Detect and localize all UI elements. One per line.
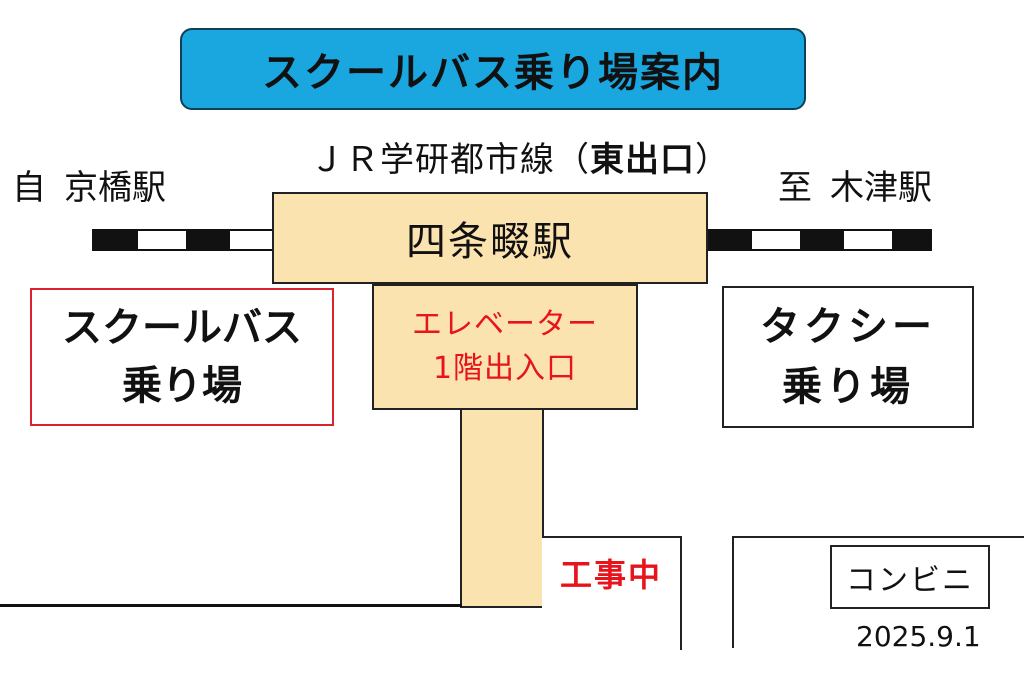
taxi-stand: タクシー 乗り場 <box>722 286 974 428</box>
direction-to-station: 木津駅 <box>830 168 932 208</box>
convenience-store: コンビニ <box>830 545 990 609</box>
elevator-floor-label: 1階出入口 <box>432 351 578 386</box>
exit-open-paren: （ <box>555 140 590 180</box>
convenience-store-label: コンビニ <box>846 563 974 598</box>
taxi-stand-label-line2: 乗り場 <box>782 364 914 410</box>
title-banner: スクールバス乗り場案内 <box>180 28 806 110</box>
railway-track-right <box>706 229 932 251</box>
construction-wall <box>680 606 682 650</box>
direction-from-station: 京橋駅 <box>64 168 166 208</box>
line-name-text: ＪＲ学研都市線 <box>310 140 555 180</box>
bus-stop-label-line1: スクールバス <box>62 305 302 351</box>
walkway-path <box>460 408 544 608</box>
exit-name: 東出口 <box>590 140 695 180</box>
construction-area: 工事中 <box>542 536 682 608</box>
elevator-entrance: エレベーター 1階出入口 <box>372 284 638 410</box>
exit-close-paren: ） <box>695 140 730 180</box>
direction-to: 至木津駅 <box>778 160 932 209</box>
direction-from-prefix: 自 <box>12 168 46 208</box>
station-building: 四条畷駅 <box>272 192 708 284</box>
building-outline-side <box>732 536 734 648</box>
direction-from: 自京橋駅 <box>12 160 166 209</box>
taxi-stand-label-line1: タクシー <box>760 304 936 350</box>
bus-stop-label-line2: 乗り場 <box>122 363 242 409</box>
elevator-label: エレベーター <box>412 307 598 342</box>
road-edge-line <box>0 604 462 607</box>
date-label: 2025.9.1 <box>856 620 981 653</box>
construction-label: 工事中 <box>559 556 662 594</box>
building-outline-top <box>732 536 1024 538</box>
title-text: スクールバス乗り場案内 <box>262 50 724 96</box>
school-bus-stop: スクールバス 乗り場 <box>30 288 334 426</box>
railway-track-left <box>92 229 274 251</box>
station-name: 四条畷駅 <box>406 219 574 265</box>
direction-to-prefix: 至 <box>778 168 812 208</box>
line-name: ＪＲ学研都市線（東出口） <box>280 132 760 180</box>
